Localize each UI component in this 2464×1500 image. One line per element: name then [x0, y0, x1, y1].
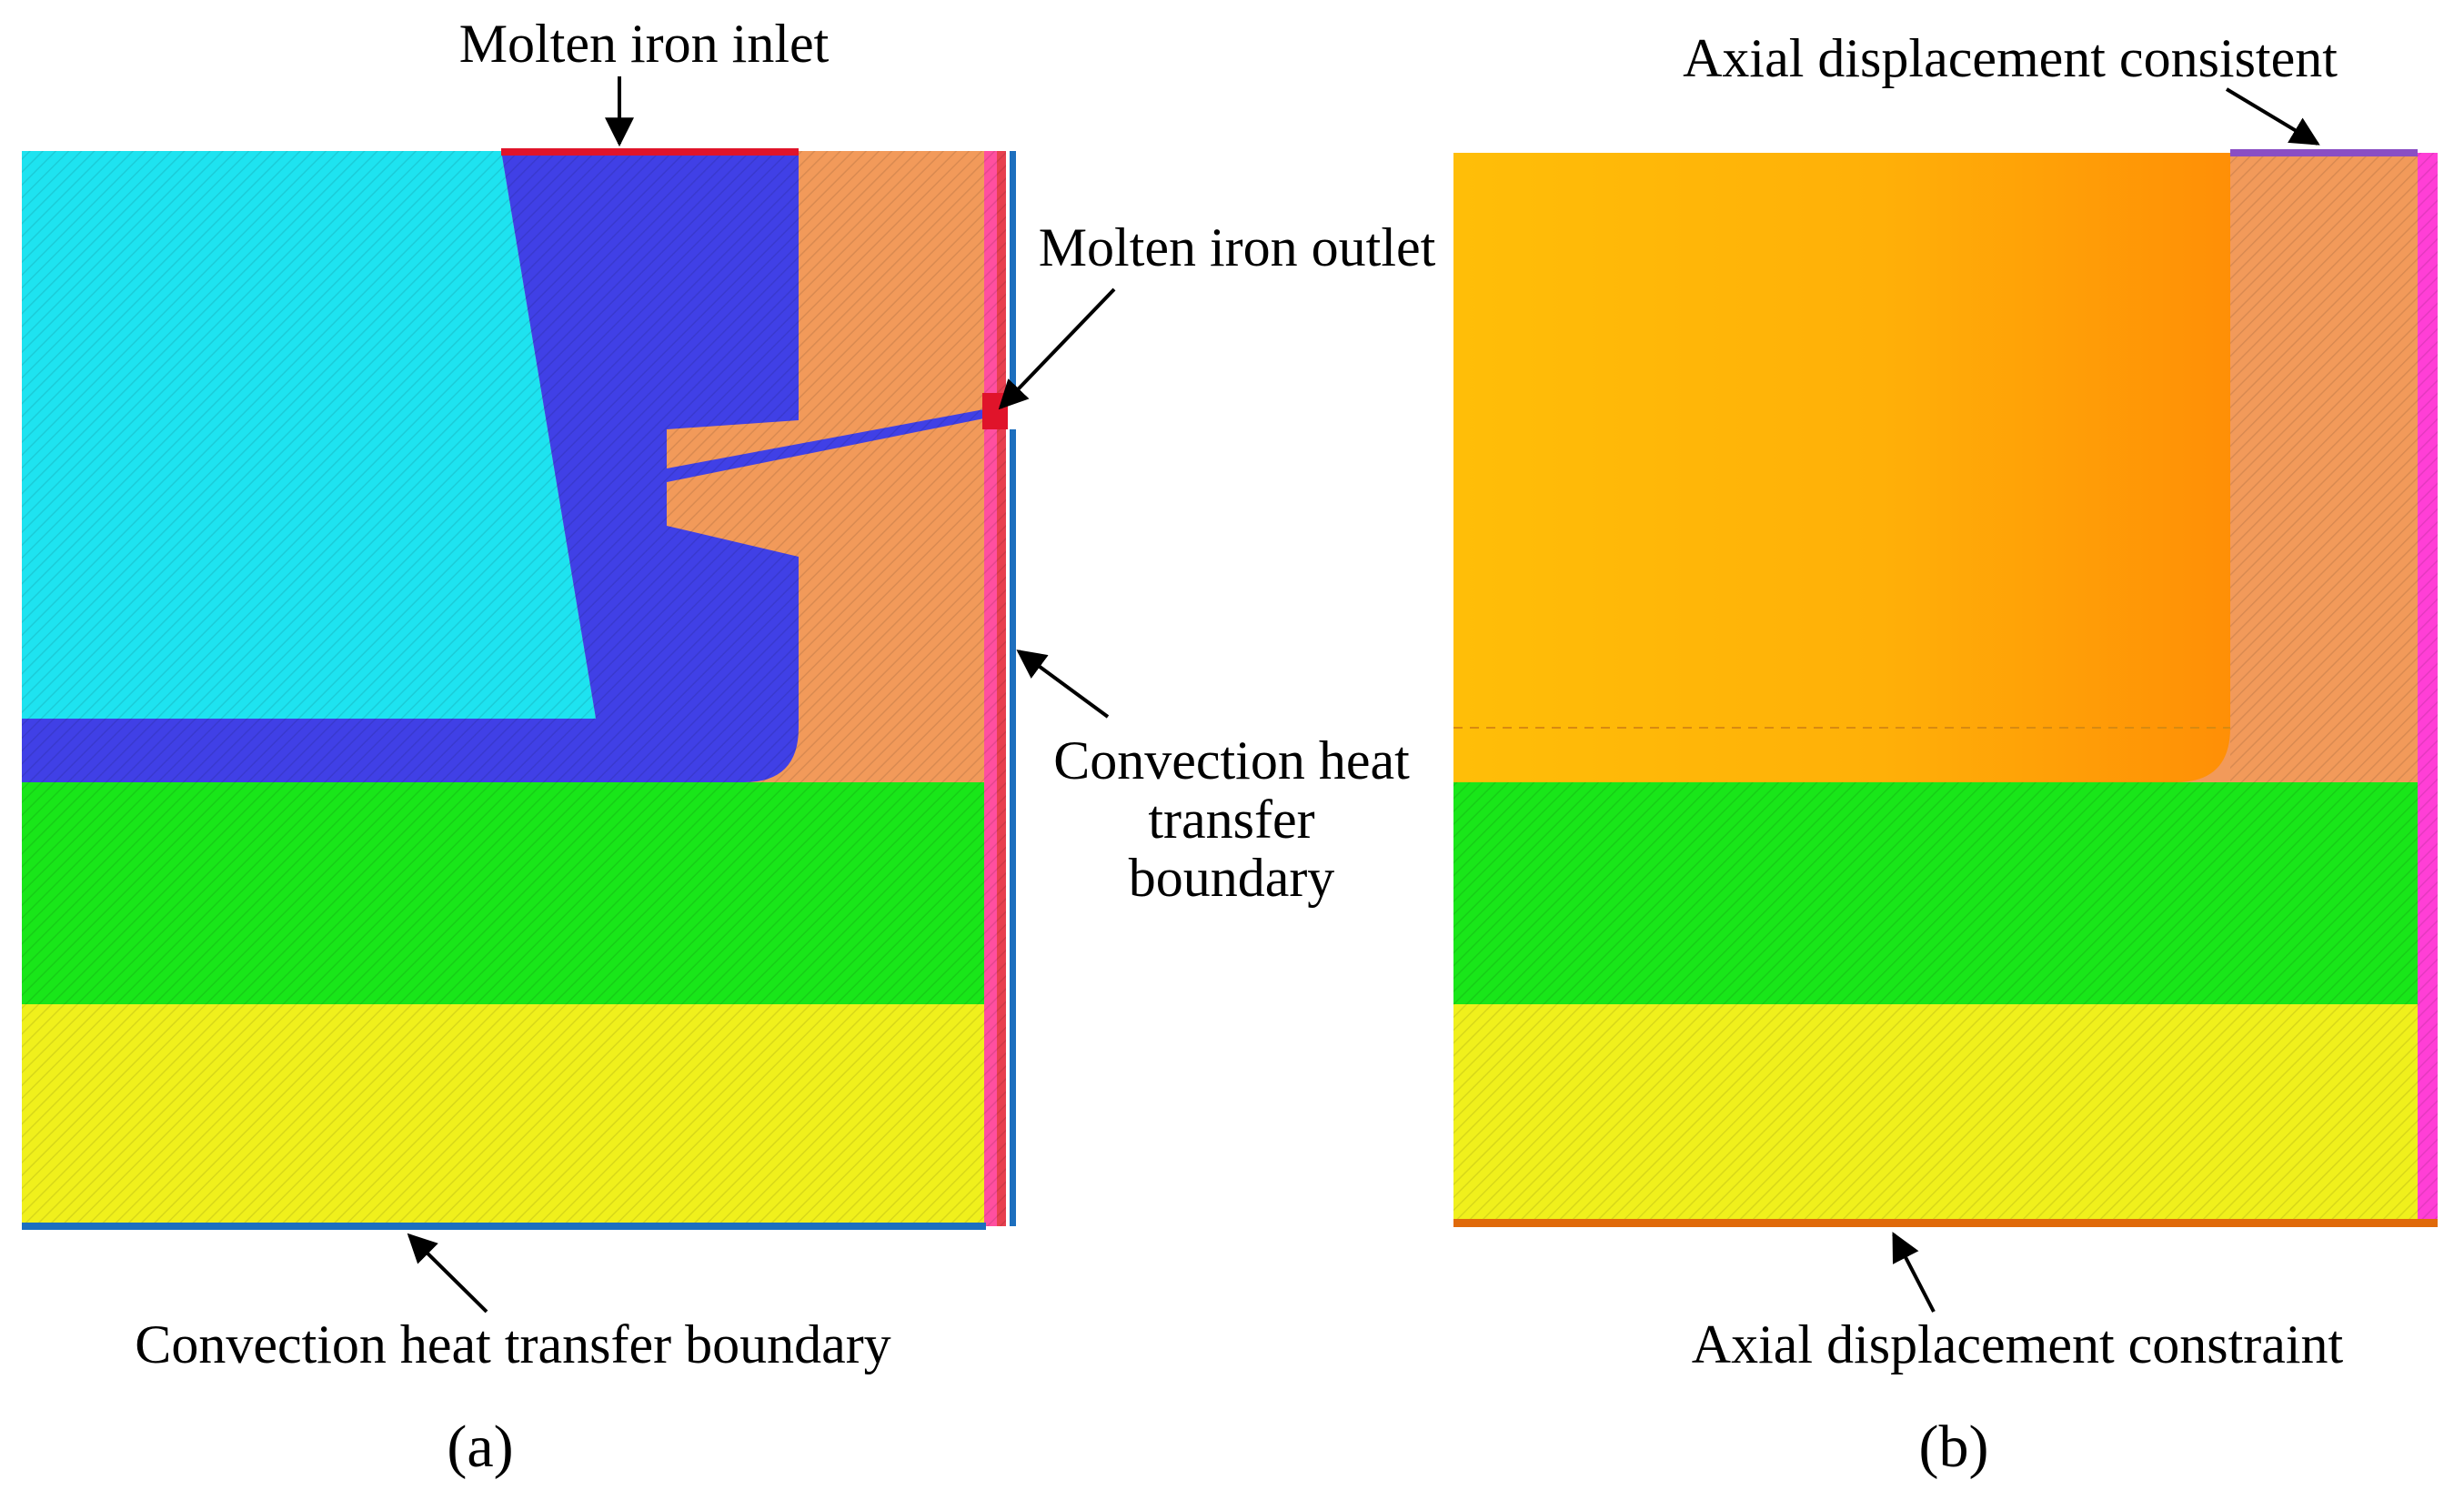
- bottom-boundary-arrow: [407, 1233, 488, 1314]
- shell-hatch-b: [2418, 153, 2438, 1224]
- shell-hatch: [984, 151, 1006, 1226]
- hatch-overlay-a: [22, 151, 984, 1226]
- side-convection-boundary: [1010, 151, 1016, 393]
- hatch-overlay-b-right: [2230, 153, 2418, 782]
- side-boundary-arrow: [1016, 649, 1110, 719]
- panel-b: Axial displacement consistent Axial disp…: [1453, 28, 2438, 1480]
- side-boundary-label-line1: Convection heat: [1053, 730, 1410, 790]
- bottom-axial-boundary: [1453, 1219, 2438, 1227]
- outlet-marker: [982, 393, 1008, 429]
- top-boundary-label: Axial displacement consistent: [1683, 28, 2338, 88]
- top-axial-boundary: [2230, 149, 2418, 156]
- outlet-arrow: [998, 287, 1116, 410]
- bottom-convection-boundary: [22, 1223, 986, 1230]
- outlet-label: Molten iron outlet: [1039, 217, 1436, 277]
- hatch-overlay-b-bottom: [1453, 782, 2418, 1221]
- inlet-boundary: [501, 148, 799, 156]
- panel-a: Molten iron inlet Molten iron outlet Con…: [22, 14, 1436, 1480]
- bottom-boundary-label-b: Axial displacement constraint: [1692, 1314, 2344, 1374]
- inlet-label: Molten iron inlet: [459, 14, 830, 74]
- panel-b-caption: (b): [1919, 1414, 1989, 1480]
- top-boundary-arrow: [2225, 87, 2320, 146]
- bottom-boundary-label: Convection heat transfer boundary: [135, 1314, 890, 1374]
- side-boundary-label-line3: boundary: [1129, 848, 1335, 908]
- side-convection-boundary-lower: [1010, 429, 1016, 1226]
- molten-iron-region-b: [1453, 153, 2230, 782]
- panel-a-caption: (a): [447, 1414, 513, 1480]
- side-boundary-label-line2: transfer: [1148, 790, 1314, 850]
- bottom-boundary-arrow-b: [1892, 1232, 1936, 1313]
